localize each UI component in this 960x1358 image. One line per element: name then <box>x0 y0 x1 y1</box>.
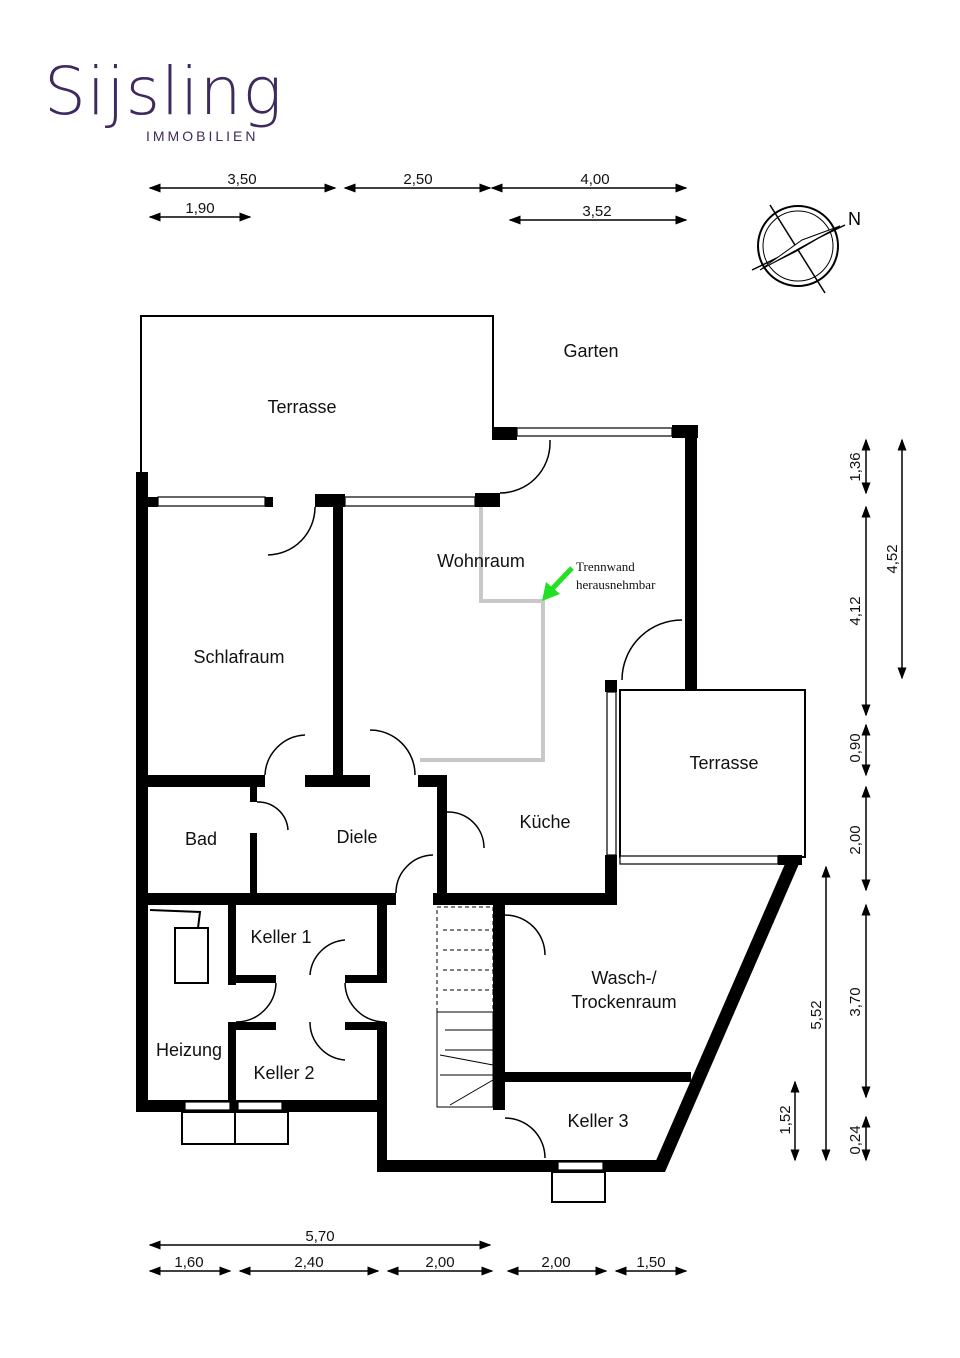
dim-label: 2,00 <box>425 1254 454 1271</box>
room-bad: Bad <box>185 829 217 849</box>
dim-label: 3,70 <box>847 987 864 1016</box>
room-terrasse-east: Terrasse <box>689 753 758 773</box>
removable-partition-wall <box>420 507 545 762</box>
dim-label: 5,52 <box>808 1000 825 1029</box>
room-schlafraum: Schlafraum <box>193 647 284 667</box>
dim-label: 1,90 <box>185 200 214 217</box>
bottom-dimensions: 5,70 1,60 2,40 2,00 2,00 1,50 <box>148 1228 688 1276</box>
green-arrow-icon <box>542 566 574 601</box>
dim-label: 1,52 <box>777 1105 794 1134</box>
dim-label: 2,40 <box>294 1254 323 1271</box>
room-wasch-line1: Wasch-/ <box>591 968 656 988</box>
room-keller-2: Keller 2 <box>253 1063 314 1083</box>
walls <box>136 425 802 1172</box>
dim-label: 0,90 <box>847 733 864 762</box>
dim-label: 4,52 <box>884 544 901 573</box>
dim-label: 2,00 <box>541 1254 570 1271</box>
room-keller-3: Keller 3 <box>567 1111 628 1131</box>
compass-icon: N <box>751 204 861 294</box>
logo: Sijsling IMMOBILIEN <box>44 58 344 148</box>
dim-label: 2,00 <box>847 825 864 854</box>
heater-icon <box>149 909 209 984</box>
top-dimensions: 3,50 2,50 4,00 1,90 3,52 <box>148 171 688 225</box>
doors <box>235 440 683 1159</box>
dim-label: 4,12 <box>847 596 864 625</box>
windows <box>157 427 779 1203</box>
dim-label: 1,36 <box>847 452 864 481</box>
room-kueche: Küche <box>519 812 570 832</box>
room-wohnraum: Wohnraum <box>437 551 525 571</box>
annotation-line1: Trennwand <box>576 559 635 574</box>
room-heizung: Heizung <box>156 1040 222 1060</box>
room-terrasse-north: Terrasse <box>267 397 336 417</box>
room-wasch-line2: Trockenraum <box>571 992 676 1012</box>
dim-label: 2,50 <box>403 171 432 188</box>
logo-name: Sijsling <box>44 53 284 130</box>
dim-label: 1,50 <box>636 1254 665 1271</box>
dim-label: 5,70 <box>305 1228 334 1245</box>
dim-label: 3,50 <box>227 171 256 188</box>
room-garten: Garten <box>563 341 618 361</box>
dim-label: 0,24 <box>847 1125 864 1154</box>
dim-label: 1,60 <box>174 1254 203 1271</box>
room-diele: Diele <box>336 827 377 847</box>
right-dimensions: 1,36 4,52 4,12 0,90 2,00 5,52 3,70 1,52 … <box>777 438 907 1162</box>
stairs <box>436 906 494 1108</box>
terrace-outline <box>140 315 494 472</box>
annotation-line2: herausnehmbar <box>576 577 656 592</box>
logo-subtitle: IMMOBILIEN <box>146 128 259 144</box>
dim-label: 4,00 <box>580 171 609 188</box>
room-keller-1: Keller 1 <box>250 927 311 947</box>
dim-label: 3,52 <box>582 203 611 220</box>
compass-north-label: N <box>848 209 861 229</box>
room-labels: Garten Terrasse Wohnraum Schlafraum Terr… <box>156 341 759 1131</box>
terrace-outline <box>619 689 806 858</box>
